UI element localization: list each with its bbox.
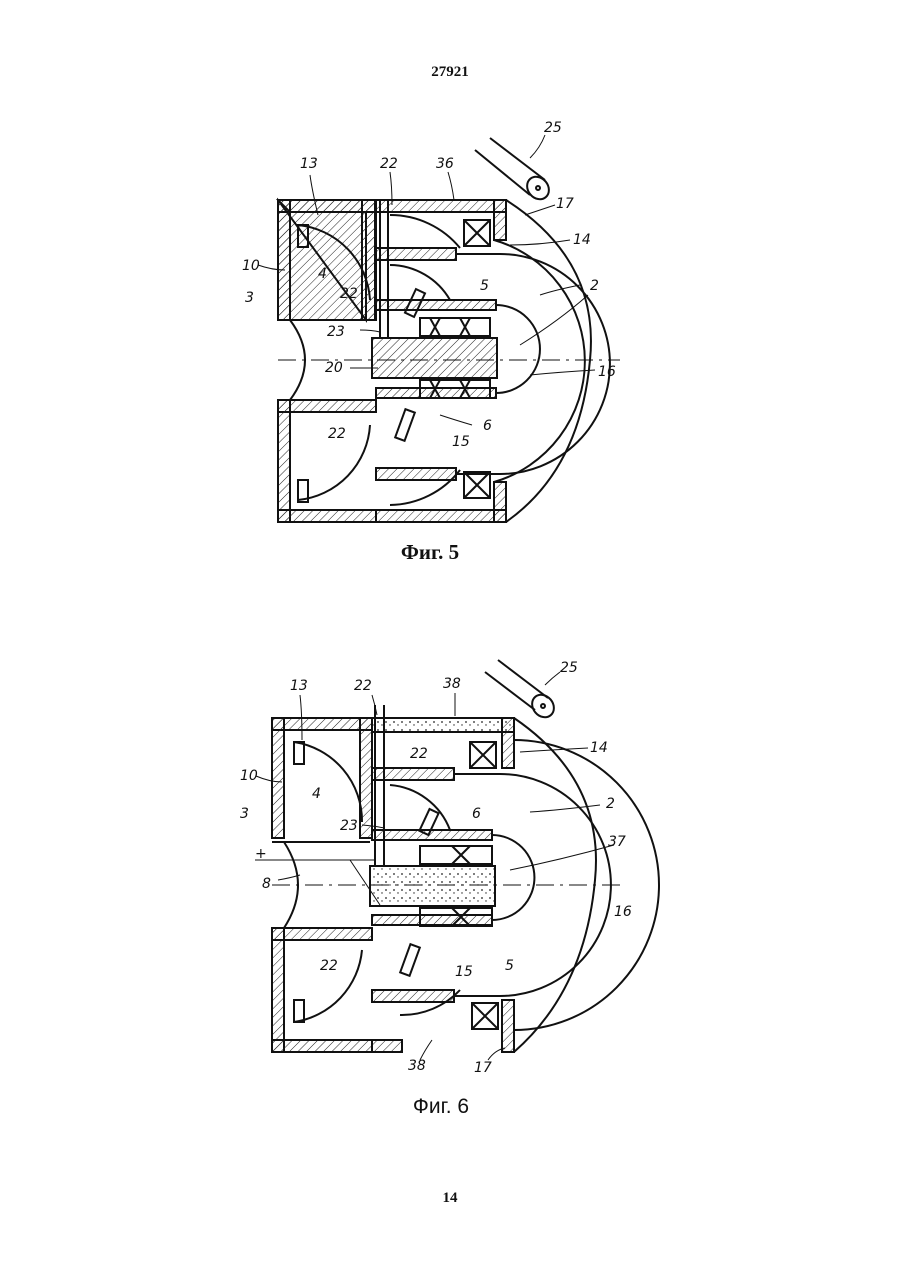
label-38: 38 <box>443 676 461 692</box>
label-22: 22 <box>320 958 338 974</box>
label-22: 22 <box>328 426 346 442</box>
label-22: 22 <box>340 286 358 302</box>
label-4: 4 <box>318 266 327 282</box>
label-10: 10 <box>240 768 258 784</box>
label-plus: + <box>255 846 267 862</box>
label-22: 22 <box>354 678 372 694</box>
label-16: 16 <box>598 364 616 380</box>
label-20: 20 <box>325 360 343 376</box>
page-number: 14 <box>0 1190 900 1207</box>
label-16: 16 <box>614 904 632 920</box>
label-22: 22 <box>380 156 398 172</box>
label-10: 10 <box>242 258 260 274</box>
label-15: 15 <box>455 964 473 980</box>
label-8: 8 <box>262 876 271 892</box>
figure-6-drawing: 25 13 22 38 14 10 22 4 3 6 2 23 37 + 8 1… <box>0 640 900 1100</box>
label-17: 17 <box>556 196 574 212</box>
label-15: 15 <box>452 434 470 450</box>
label-3: 3 <box>245 290 254 306</box>
label-14: 14 <box>573 232 591 248</box>
label-5: 5 <box>505 958 514 974</box>
label-2: 2 <box>606 796 615 812</box>
label-6: 6 <box>483 418 492 434</box>
figure-6-caption: Фиг. 6 <box>0 1095 882 1119</box>
label-17: 17 <box>474 1060 492 1076</box>
label-3: 3 <box>240 806 249 822</box>
label-14: 14 <box>590 740 608 756</box>
label-23: 23 <box>340 818 358 834</box>
label-22: 22 <box>410 746 428 762</box>
label-37: 37 <box>608 834 626 850</box>
label-2: 2 <box>590 278 599 294</box>
label-25: 25 <box>560 660 578 676</box>
label-6: 6 <box>472 806 481 822</box>
figure-5-caption: Фиг. 5 <box>0 540 860 565</box>
label-23: 23 <box>327 324 345 340</box>
label-5: 5 <box>480 278 489 294</box>
label-4: 4 <box>312 786 321 802</box>
label-13: 13 <box>300 156 318 172</box>
label-38: 38 <box>408 1058 426 1074</box>
label-36: 36 <box>436 156 454 172</box>
label-13: 13 <box>290 678 308 694</box>
label-25: 25 <box>544 120 562 136</box>
figure-5-drawing: 25 13 22 36 17 14 10 4 3 22 5 2 23 20 16… <box>0 0 900 540</box>
